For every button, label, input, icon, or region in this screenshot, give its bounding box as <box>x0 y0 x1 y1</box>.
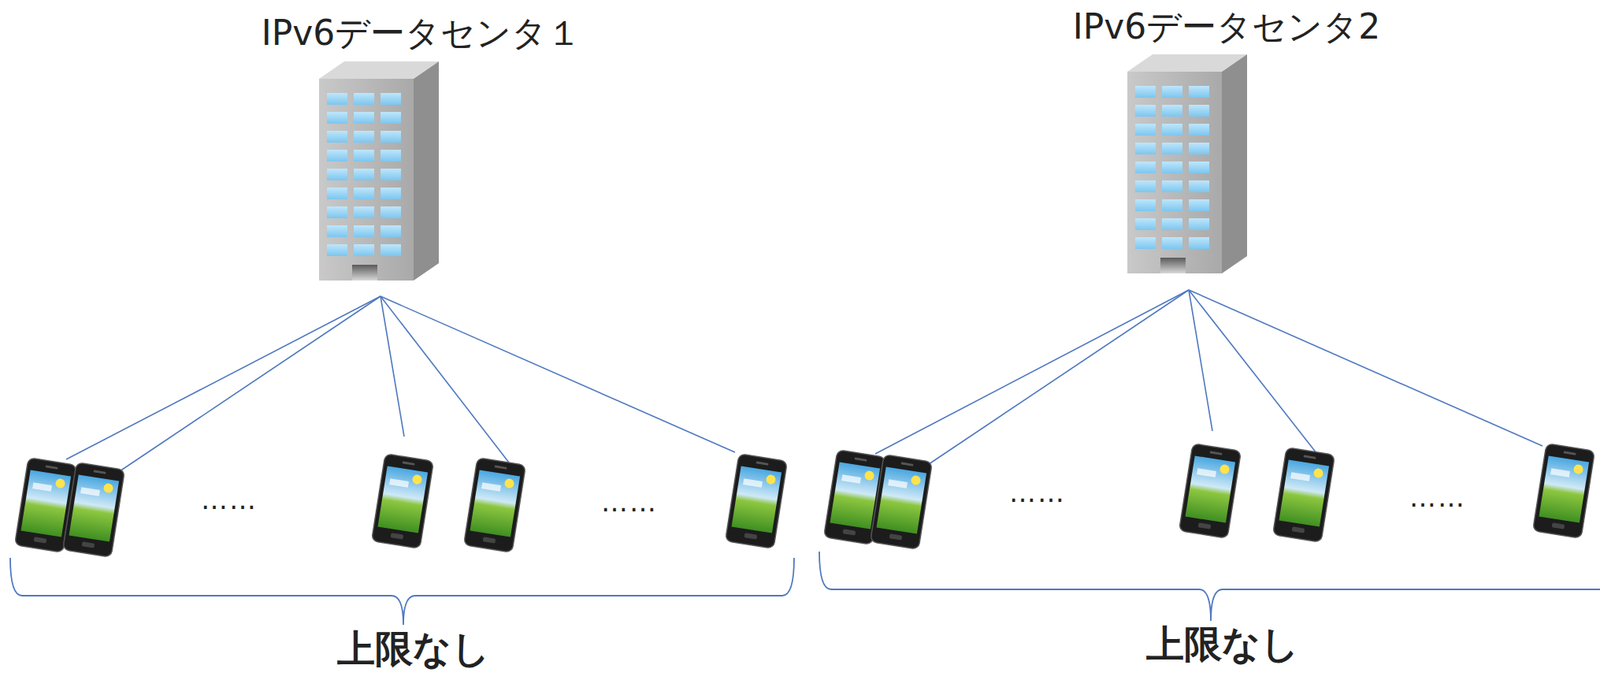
data-center: IPv6データセンタ2 <box>1066 6 1388 49</box>
connection-lines <box>66 289 1543 472</box>
brace <box>10 551 1600 625</box>
limit-label: 上限なし <box>337 626 491 672</box>
data-center-building <box>319 61 439 281</box>
ellipsis: …… <box>601 486 658 519</box>
node-title: IPv6データセンタ１ <box>255 12 589 55</box>
ellipsis: …… <box>1009 476 1066 509</box>
data-center: IPv6データセンタ１ <box>255 12 589 55</box>
ellipsis: …… <box>200 483 258 517</box>
smartphones <box>14 443 1596 557</box>
data-center-building <box>1127 54 1248 274</box>
ellipsis: …… <box>1409 481 1467 514</box>
node-title: IPv6データセンタ2 <box>1066 6 1388 49</box>
limit-label: 上限なし <box>1146 621 1300 668</box>
